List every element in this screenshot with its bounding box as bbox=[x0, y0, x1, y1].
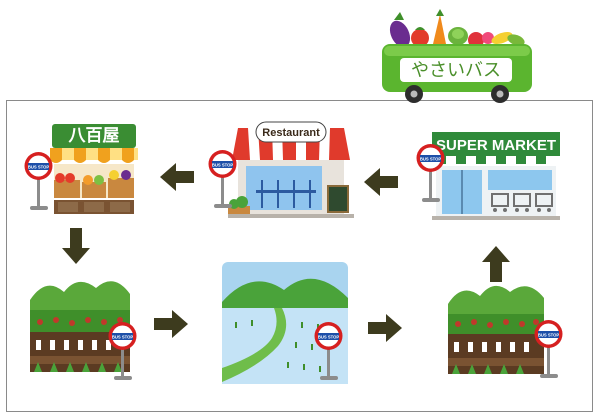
bus-stop-sign-3 bbox=[416, 144, 445, 202]
rice-paddy-illustration bbox=[222, 262, 348, 384]
arrow-right-1 bbox=[154, 310, 188, 338]
vegetable-bus: やさいバス bbox=[382, 9, 532, 103]
arrow-right-2 bbox=[368, 314, 402, 342]
arrow-down bbox=[62, 228, 90, 264]
arrow-left-1 bbox=[160, 163, 194, 191]
bus-stop-sign-2 bbox=[208, 150, 237, 208]
bus-stop-sign-1 bbox=[24, 152, 53, 210]
greengrocer-illustration bbox=[50, 124, 138, 214]
greengrocer-sign: 八百屋 bbox=[68, 126, 120, 146]
arrow-left-2 bbox=[364, 168, 398, 196]
bus-stop-sign-4 bbox=[108, 322, 137, 380]
restaurant-illustration: Restaurant bbox=[228, 121, 354, 218]
supermarket-illustration: SUPER MARKET bbox=[432, 132, 560, 220]
supermarket-sign: SUPER MARKET bbox=[436, 137, 556, 154]
bus-stop-sign-5 bbox=[314, 322, 343, 380]
bus-label: やさいバス bbox=[411, 60, 501, 81]
vegetables-on-roof bbox=[389, 9, 525, 48]
restaurant-sign: Restaurant bbox=[262, 127, 320, 139]
vegetable-field-2 bbox=[448, 285, 544, 374]
arrow-up bbox=[482, 246, 510, 282]
bus-stop-sign-6 bbox=[534, 320, 563, 378]
